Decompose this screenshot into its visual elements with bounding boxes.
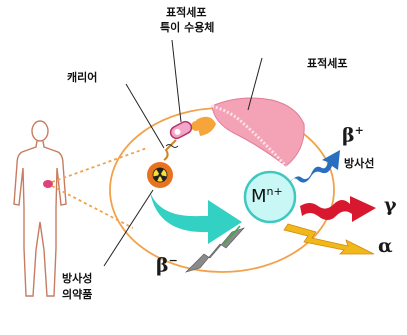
beta-plus-label: β+ [342,124,364,146]
beta-minus-label: β− [156,254,178,276]
label-radiation: 방사선 [344,157,374,171]
gamma-label: γ [384,194,397,216]
receptor [191,117,216,136]
gamma-arrow [300,196,376,222]
label-radiopharm-line2: 의약품 [62,288,92,302]
ligand-capsule [168,120,193,141]
human-body-outline [14,121,66,296]
metal-ion-label: Mn+ [251,185,283,207]
zoom-lines [52,148,147,228]
label-radiopharm-line1: 방사성 [62,272,92,286]
radioactive-ball [147,162,173,188]
carrier-linker [164,140,176,160]
label-target-cell: 표적세포 [307,57,347,71]
label-carrier: 캐리어 [67,71,97,85]
alpha-label: α [378,235,393,257]
target-cell [212,98,304,166]
label-target-receptor-line1: 표적세포 [166,6,206,20]
label-target-receptor-line2: 특이 수용체 [160,21,214,35]
organ-spot [43,180,53,188]
